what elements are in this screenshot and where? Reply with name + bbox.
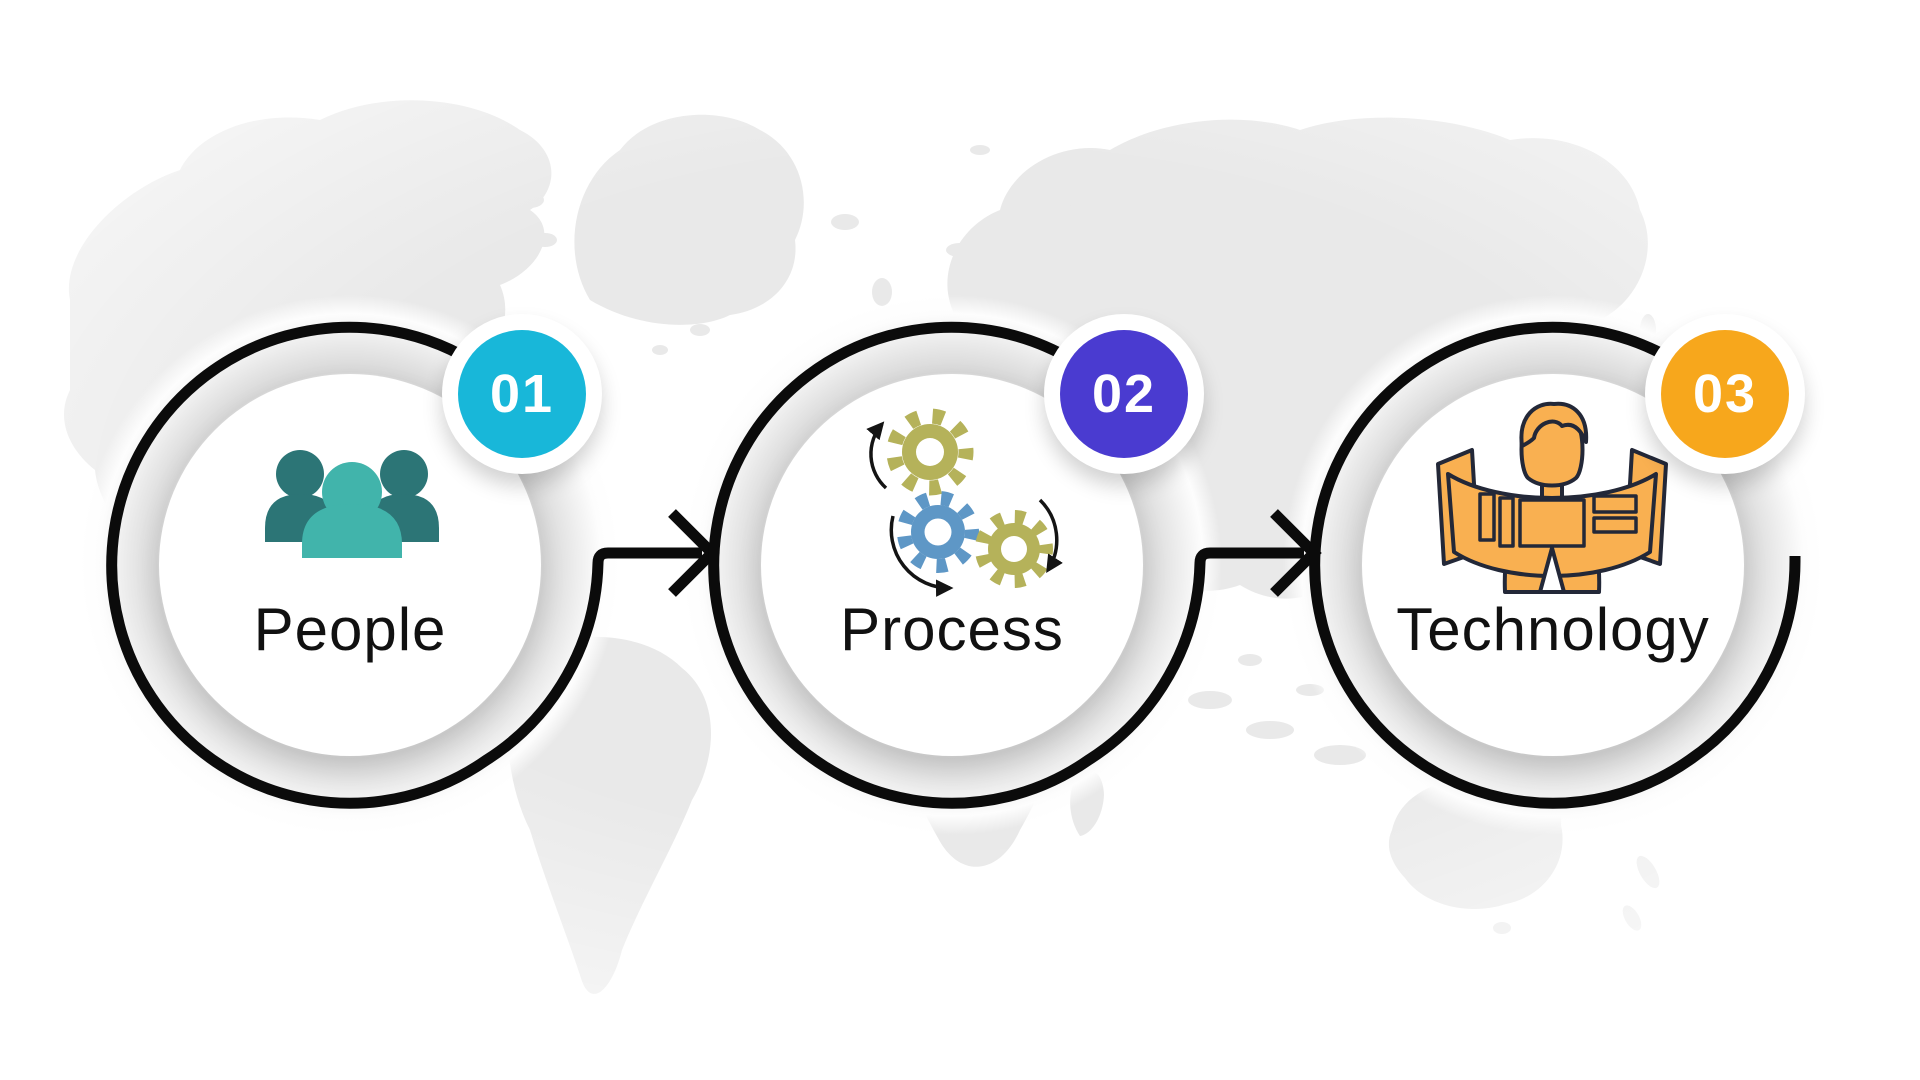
- gear-right-olive: [975, 510, 1053, 588]
- gear-left-blue: [897, 491, 979, 573]
- person-technology-icon: [1436, 401, 1668, 594]
- step3-label: Technology: [1396, 596, 1710, 663]
- gears-icon: [866, 408, 1063, 597]
- step1-badge: 01: [442, 314, 602, 474]
- gear-rotation-arrows: [866, 421, 1063, 597]
- step3-badge-circle: 03: [1661, 330, 1789, 458]
- step1-badge-circle: 01: [458, 330, 586, 458]
- step1-badge-number: 01: [489, 364, 555, 424]
- step3-badge: 03: [1645, 314, 1805, 474]
- step2-badge-number: 02: [1091, 364, 1157, 424]
- people-group-icon: [265, 450, 439, 558]
- step1-label: People: [253, 596, 447, 663]
- step3-badge-number: 03: [1692, 364, 1758, 424]
- step2-badge-circle: 02: [1060, 330, 1188, 458]
- step2-badge: 02: [1044, 314, 1204, 474]
- step2-label: Process: [840, 596, 1064, 663]
- gear-top-olive: [886, 408, 974, 496]
